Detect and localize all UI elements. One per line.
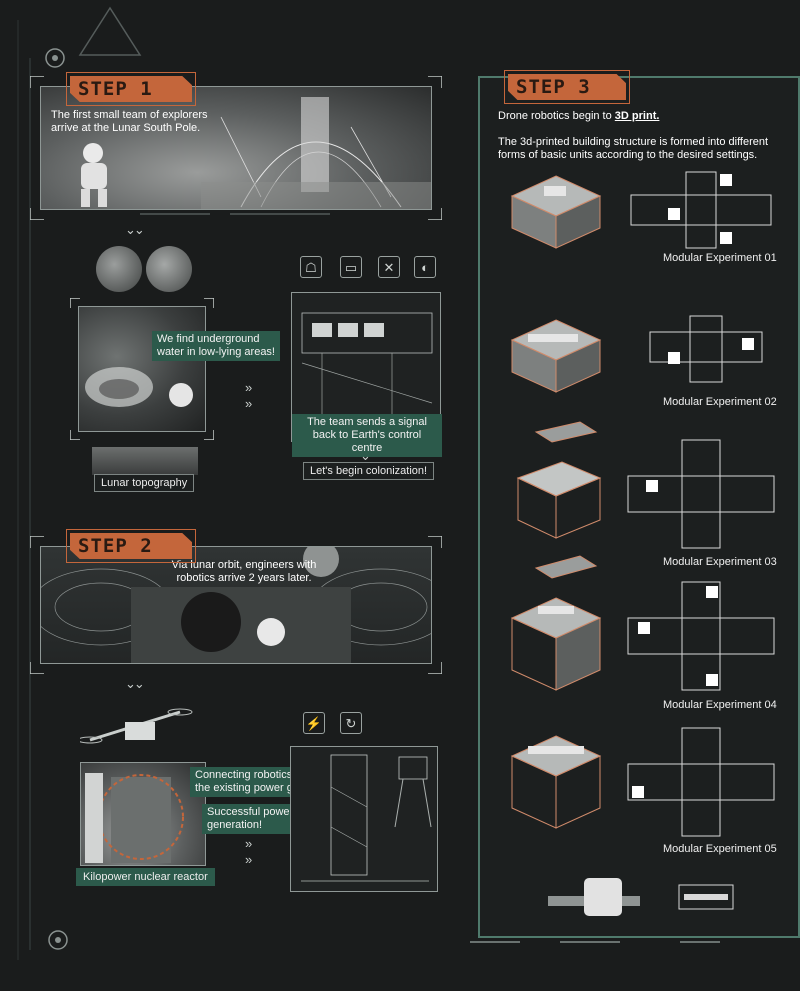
- astronaut-illustration: [81, 143, 107, 207]
- crater-frame-corners: [70, 298, 214, 440]
- lunar-topography-image: [92, 447, 198, 475]
- moon-globe-near: [96, 246, 142, 292]
- step1-panel: The first small team of explorers arrive…: [40, 86, 432, 210]
- moon-globe-far: [146, 246, 192, 292]
- step3-intro-text: Drone robotics begin to: [498, 110, 615, 122]
- recycle-icon: ↻: [340, 712, 362, 734]
- step3-description: The 3d-printed building structure is for…: [498, 136, 769, 161]
- module-02-label: Modular Experiment 02: [663, 396, 777, 408]
- step3-intro: Drone robotics begin to 3D print.: [498, 110, 659, 122]
- step3-tag: STEP 3: [508, 74, 626, 100]
- reactor-illustration: [85, 773, 184, 863]
- legend-plan-icon: [678, 884, 734, 910]
- crater-photo: [78, 306, 206, 432]
- tower-linework: [301, 754, 432, 882]
- step3-intro-bold: 3D print.: [614, 110, 660, 122]
- legend-square-icon: [584, 878, 622, 916]
- vr-headset-icon: ◐: [414, 256, 436, 278]
- module-05-iso: [510, 735, 602, 829]
- crater-illustration: [85, 367, 193, 407]
- module-05-plan: [627, 727, 775, 837]
- module-03-label: Modular Experiment 03: [663, 556, 777, 568]
- lab-linework: [301, 312, 433, 433]
- reactor-label: Kilopower nuclear reactor: [76, 868, 215, 886]
- step2-description: Via lunar orbit, engineers with robotics…: [171, 559, 317, 584]
- step3-tag-frame: STEP 3: [504, 70, 630, 104]
- step1-tag-frame: STEP 1: [66, 72, 196, 106]
- drone-illustration: [80, 708, 193, 744]
- module-04-plan: [627, 581, 775, 691]
- colonize-label: Let's begin colonization!: [303, 462, 435, 480]
- module-01-label: Modular Experiment 01: [663, 252, 777, 264]
- down-chevrons-icon-3: ⌄⌄: [125, 676, 145, 691]
- tower-drawing: [290, 746, 438, 892]
- monitor-icon: ▭: [340, 256, 362, 278]
- right-chevrons-icon-1: »»: [245, 380, 252, 411]
- step2-panel: Via lunar orbit, engineers with robotics…: [40, 546, 432, 664]
- power-tower-icon: ⚡: [303, 712, 325, 734]
- module-02-iso: [510, 319, 602, 393]
- topography-label: Lunar topography: [94, 474, 195, 492]
- lunar-base-dome-illustration: [201, 97, 431, 209]
- module-03-plan: [627, 439, 775, 549]
- reactor-photo: [80, 762, 206, 866]
- right-chevrons-icon-2: »»: [245, 836, 252, 867]
- orbit-diagram: [41, 547, 431, 663]
- down-chevron-icon-2: ⌄: [360, 448, 371, 463]
- module-01-plan: [630, 171, 772, 249]
- step2-tag-frame: STEP 2: [66, 529, 196, 563]
- water-callout: We find underground water in low-lying a…: [152, 331, 280, 361]
- signal-callout: The team sends a signal back to Earth's …: [292, 414, 442, 457]
- module-04-iso: [510, 597, 602, 691]
- satellite-icon: ✕: [378, 256, 400, 278]
- success-callout: Successful power generation!: [202, 804, 302, 834]
- down-chevrons-icon: ⌄⌄: [125, 222, 145, 237]
- step2-tag: STEP 2: [70, 533, 192, 559]
- step1-tag: STEP 1: [70, 76, 192, 102]
- step1-frame-corners: [30, 76, 442, 220]
- module-04-label: Modular Experiment 04: [663, 699, 777, 711]
- robot-icon: ☖: [300, 256, 322, 278]
- module-02-plan: [649, 315, 763, 383]
- step1-description: The first small team of explorers arrive…: [51, 109, 208, 134]
- module-05-label: Modular Experiment 05: [663, 843, 777, 855]
- module-01-iso: [510, 175, 602, 249]
- module-03-iso: [516, 421, 602, 579]
